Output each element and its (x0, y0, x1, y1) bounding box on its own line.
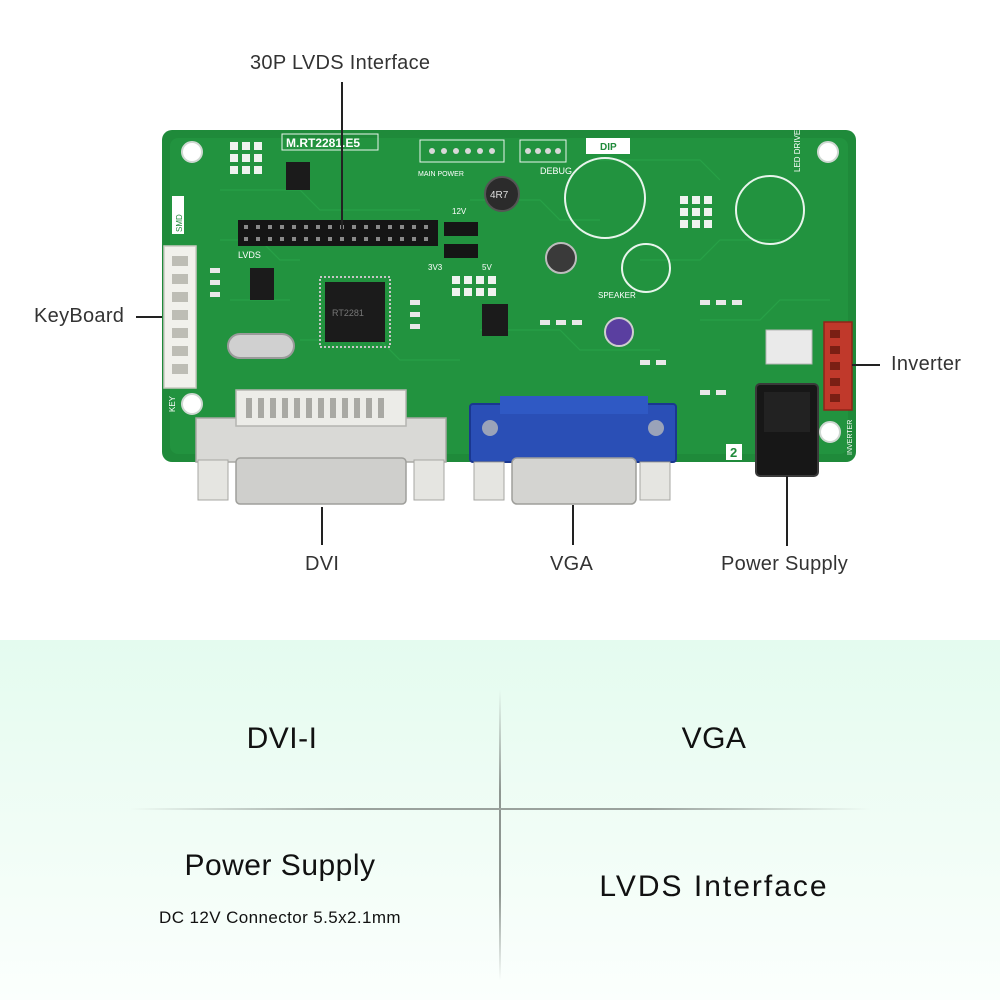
leader-line-lvds (341, 82, 343, 230)
callout-power-supply: Power Supply (721, 553, 848, 575)
small-ic-3 (286, 162, 310, 190)
vga-connector-front (511, 457, 637, 505)
jumper-header-3v3 (444, 222, 478, 236)
debug-header (519, 139, 567, 163)
controller-board-illustration: M.RT2281.E5 LVDS 3V3 5V 12V DEBUG MAIN P… (162, 124, 856, 505)
pcb-inner-shade (170, 138, 848, 454)
electrolytic-capacitor-1 (545, 242, 577, 274)
model-label: M.RT2281.E5 (286, 136, 360, 150)
model-label-box (281, 133, 379, 151)
silk-led-driver: LED DRIVER (793, 124, 802, 172)
dvi-screw-right (413, 459, 445, 501)
feature-power-spec: DC 12V Connector 5.5x2.1mm (159, 908, 401, 927)
jumper-header-5v (444, 244, 478, 258)
silk-board-number: 2 (730, 445, 737, 460)
callout-inverter: Inverter (891, 353, 962, 375)
leader-line-inverter (852, 364, 880, 366)
capacitor-footprint-2 (735, 175, 805, 245)
leader-line-vga (572, 505, 574, 545)
capacitor-footprint-1 (564, 157, 646, 239)
callout-vga: VGA (550, 553, 594, 575)
feature-power-supply: Power Supply (184, 849, 376, 882)
smd-arrow (172, 196, 184, 234)
dvi-connector-front (235, 457, 407, 505)
silk-speaker: SPEAKER (598, 291, 636, 300)
lvds-header-pins (244, 225, 428, 241)
vertical-divider (499, 690, 501, 980)
callout-lvds-30p: 30P LVDS Interface (250, 52, 431, 74)
feature-panel: DVI-I VGA Power Supply DC 12V Connector … (0, 640, 1000, 1000)
inductor (484, 176, 520, 212)
vga-standoff-right (639, 461, 671, 501)
smd-components (210, 268, 742, 395)
callout-dvi: DVI (305, 553, 340, 575)
silk-lvds: LVDS (238, 250, 261, 260)
callout-keyboard: KeyBoard (34, 305, 125, 327)
feature-dvi-i: DVI-I (246, 722, 318, 755)
dip-label-box (586, 138, 630, 154)
pad-grid (230, 142, 712, 296)
silk-smd: SMD (175, 214, 184, 232)
lvds-header (238, 220, 438, 246)
small-ic-1 (250, 268, 274, 300)
silk-debug: DEBUG (540, 166, 572, 176)
capacitor-footprint-3 (621, 243, 671, 293)
crystal-oscillator (227, 333, 295, 359)
dvi-screw-left (197, 459, 229, 501)
silk-inverter: INVERTER (847, 420, 854, 455)
silk-main-power: MAIN POWER (418, 171, 464, 178)
silk-3v3: 3V3 (428, 263, 443, 272)
dvi-pins (246, 398, 384, 418)
mounting-holes (181, 141, 841, 443)
leader-line-power (786, 476, 788, 546)
silk-inductor: 4R7 (490, 190, 509, 201)
silk-12v: 12V (452, 207, 467, 216)
power-jack-pins (765, 329, 813, 365)
leader-line-keyboard (136, 316, 162, 318)
top-pad-row (419, 139, 505, 163)
product-photo-area: M.RT2281.E5 LVDS 3V3 5V 12V DEBUG MAIN P… (34, 52, 962, 575)
electrolytic-capacitor-2 (604, 317, 634, 347)
vga-standoff-left (473, 461, 505, 501)
silk-key: KEY (168, 395, 177, 412)
small-ic-2 (482, 304, 508, 336)
horizontal-divider (130, 808, 870, 810)
scaler-ic (325, 282, 385, 342)
feature-lvds-interface: LVDS Interface (599, 870, 829, 903)
silk-5v: 5V (482, 263, 492, 272)
silk-dip: DIP (600, 142, 617, 153)
leader-line-dvi (321, 507, 323, 545)
silk-ic-label: RT2281 (332, 308, 364, 318)
feature-vga: VGA (681, 722, 747, 755)
